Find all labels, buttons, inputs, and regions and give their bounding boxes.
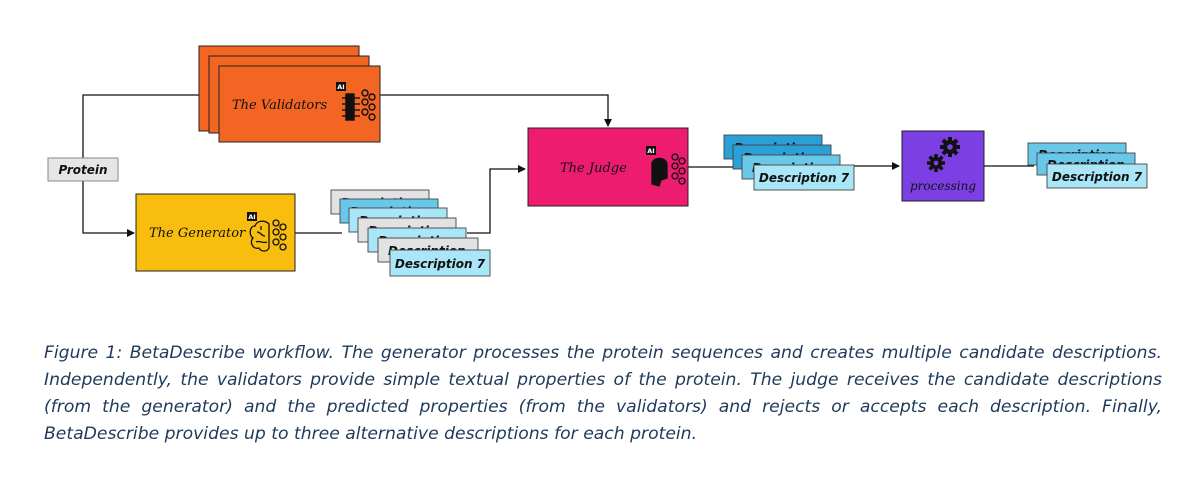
ai-badge: AI [337, 83, 344, 91]
description-label: Description 7 [1052, 170, 1143, 184]
generator-node: The Generator AI [135, 193, 296, 272]
protein-label: Protein [58, 163, 107, 177]
description-label: Description 7 [759, 171, 850, 185]
arrow-protein-to-validators [82, 91, 213, 158]
processing-node: processing [901, 130, 985, 202]
ai-brain-icon: AI [247, 212, 287, 252]
generator-description-stack: Description Description Description Desc… [330, 189, 491, 277]
ai-head-icon: AI [646, 146, 686, 187]
ai-badge: AI [647, 147, 654, 155]
validators-node: The Validators AI [198, 45, 381, 143]
arrow-validators-to-judge [380, 94, 612, 127]
figure-caption: Figure 1: BetaDescribe workflow. The gen… [44, 343, 1162, 444]
description-label: Description 7 [395, 257, 486, 271]
protein-node: Protein [47, 157, 119, 182]
ai-chip-icon: AI [336, 82, 376, 121]
validators-label: The Validators [232, 98, 327, 113]
final-description-stack: Description Description Description 7 [1027, 142, 1148, 189]
generator-label: The Generator [149, 226, 246, 241]
gears-icon [927, 137, 960, 172]
connectors [82, 91, 1034, 237]
processing-label: processing [910, 179, 976, 193]
judge-node: The Judge AI [527, 127, 689, 207]
workflow-diagram: Protein The Validators AI The Generator … [47, 45, 1148, 277]
judge-label: The Judge [560, 161, 627, 176]
arrow-descriptions-to-judge [467, 165, 526, 234]
ai-badge: AI [248, 213, 255, 221]
arrow-protein-to-generator [82, 181, 135, 237]
judge-description-stack: Description Description Description Desc… [723, 134, 855, 191]
